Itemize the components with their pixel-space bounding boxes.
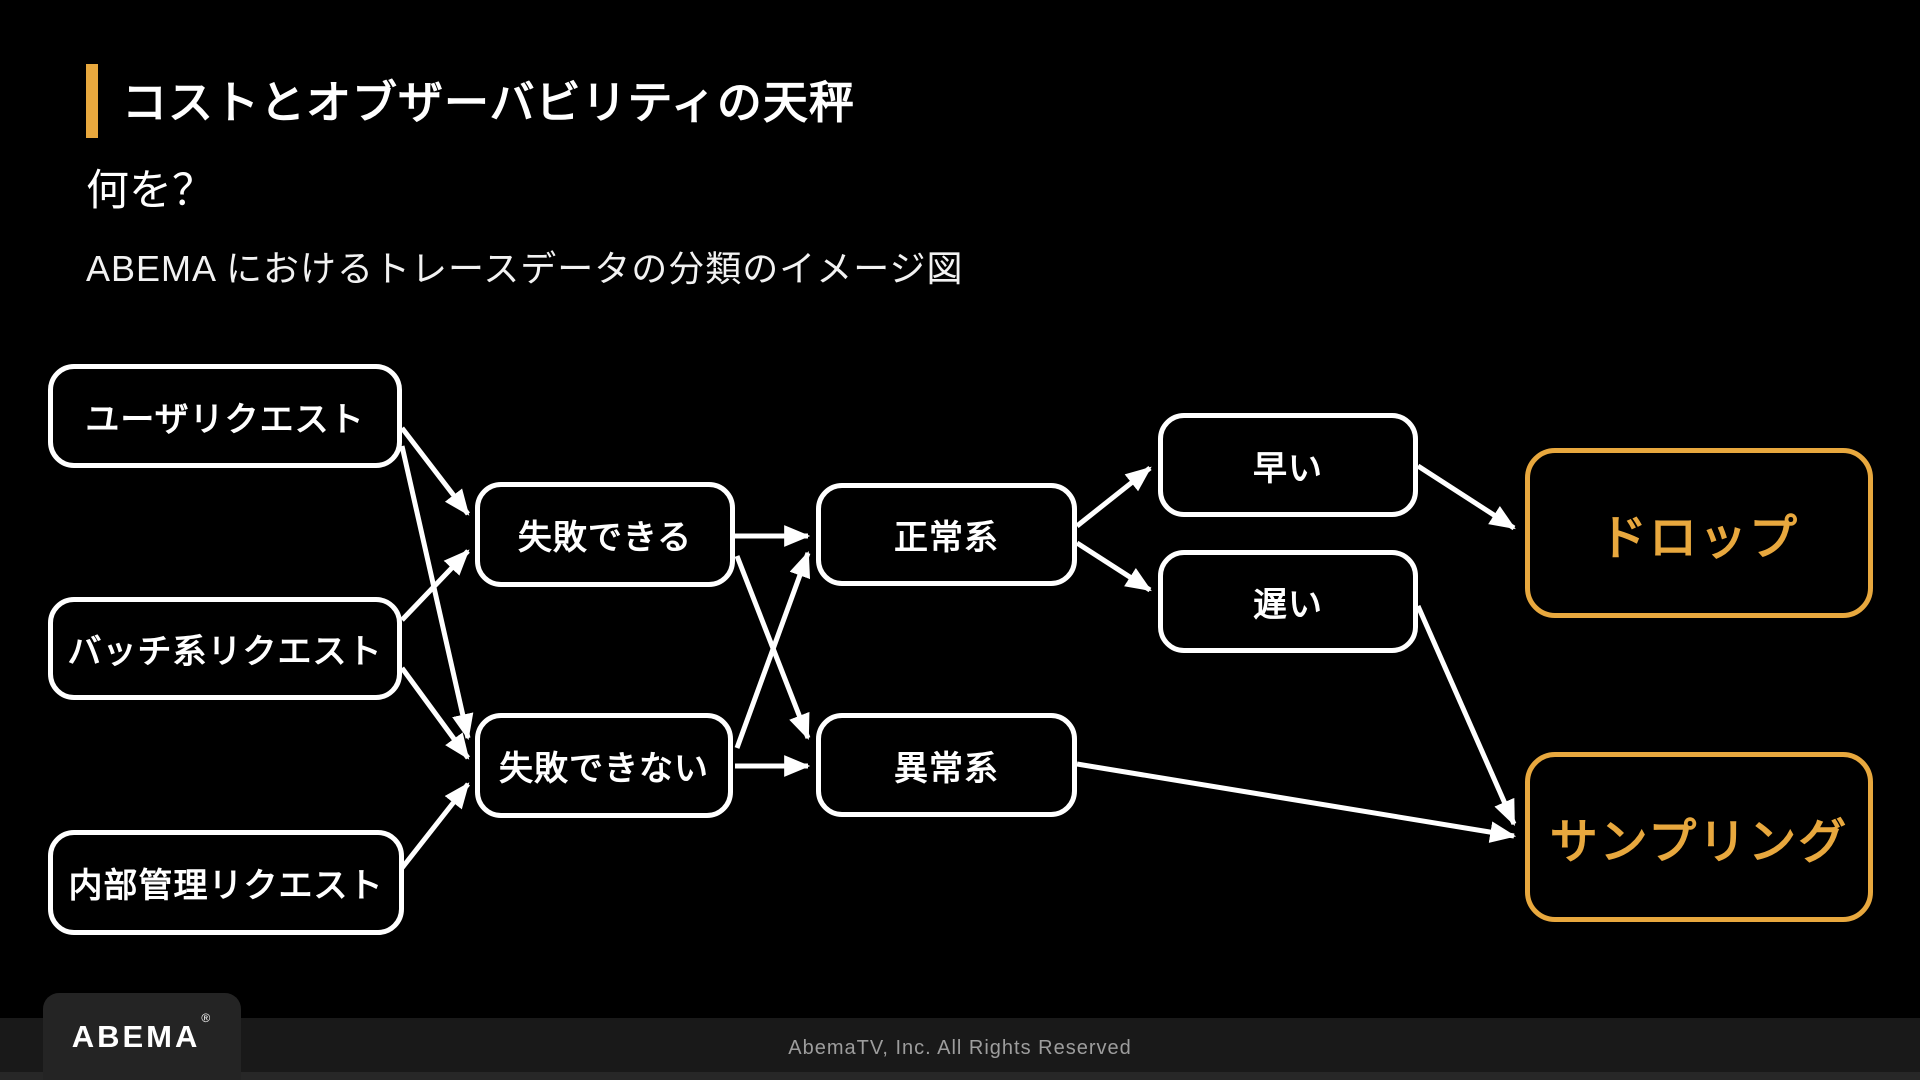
node-batch-request: バッチ系リクエスト <box>48 597 402 700</box>
node-internal-request-label: 内部管理リクエスト <box>68 867 384 905</box>
footer-band <box>0 1018 1920 1080</box>
slide-description: ABEMA におけるトレースデータの分類のイメージ図 <box>86 248 964 289</box>
node-drop: ドロップ <box>1525 448 1873 618</box>
node-internal-request: 内部管理リクエスト <box>48 830 404 935</box>
node-cannot-fail-label: 失敗できない <box>499 750 709 788</box>
edge-slow-to-sampling <box>1415 604 1517 826</box>
node-cannot-fail: 失敗できない <box>475 713 733 818</box>
node-fast-label: 早い <box>1253 449 1323 488</box>
node-abnormal-case: 異常系 <box>816 713 1077 817</box>
node-batch-request-label: バッチ系リクエスト <box>67 633 383 671</box>
slide-subtitle: 何を？ <box>86 167 215 215</box>
edge-user-request-to-cannot-fail <box>399 445 474 741</box>
edge-abnormal-to-sampling <box>1076 761 1517 843</box>
node-user-request-label: ユーザリクエスト <box>85 400 365 439</box>
slide-title: コストとオブザーバビリティの天秤 <box>122 77 855 128</box>
edge-fast-to-drop <box>1416 463 1516 531</box>
node-can-fail: 失敗できる <box>475 482 735 587</box>
edge-normal-to-fast <box>1075 466 1152 528</box>
node-abnormal-case-label: 異常系 <box>894 749 999 788</box>
copyright-text: AbemaTV, Inc. All Rights Reserved <box>788 1037 1132 1059</box>
node-normal-case: 正常系 <box>816 483 1077 586</box>
node-user-request: ユーザリクエスト <box>48 364 402 468</box>
abema-logo: ABEMA® <box>71 1011 213 1055</box>
edge-batch-request-to-cannot-fail <box>399 666 471 760</box>
title-accent-bar <box>86 64 98 138</box>
node-slow: 遅い <box>1158 550 1418 653</box>
node-drop-label: ドロップ <box>1598 512 1799 565</box>
edge-normal-to-slow <box>1075 540 1152 593</box>
node-can-fail-label: 失敗できる <box>517 519 693 557</box>
edge-user-request-to-can-fail <box>400 426 470 516</box>
node-normal-case-label: 正常系 <box>894 519 999 557</box>
footer-bottom-strip <box>0 1072 1920 1080</box>
edge-internal-request-to-cannot-fail <box>400 782 470 870</box>
edge-batch-request-to-can-fail <box>400 549 470 622</box>
abema-logo-wordmark: ABEMA <box>71 1018 201 1054</box>
edge-cannot-fail-to-normal <box>734 550 811 749</box>
node-sampling-label: サンプリング <box>1549 816 1849 869</box>
node-slow-label: 遅い <box>1253 586 1323 624</box>
node-sampling: サンプリング <box>1525 752 1873 922</box>
abema-logo-chip: ABEMA® <box>43 993 241 1080</box>
node-fast: 早い <box>1158 413 1418 517</box>
registered-mark-icon: ® <box>201 1010 214 1025</box>
